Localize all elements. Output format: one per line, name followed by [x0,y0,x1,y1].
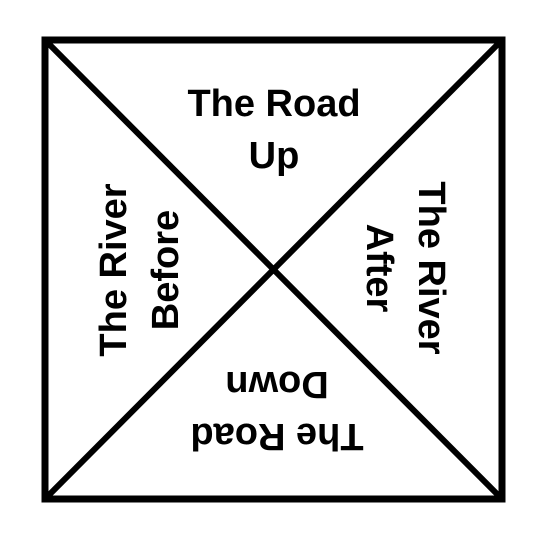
quadrant-right-line1: The River [410,181,452,354]
quadrant-right-line2: After [358,224,400,313]
quadrant-top-line1: The Road [187,83,360,125]
quadrant-left-line2: Before [145,210,187,330]
quadrant-top: The Road Up [187,83,360,177]
outer-square [41,36,506,503]
quadrant-bottom-line1: The Road [190,415,363,457]
quadrant-left: The River Before [93,183,187,356]
quadrant-bottom: The Road Down [190,363,363,457]
diagonal-top-right-to-bottom-left [42,37,505,502]
quadrant-top-line2: Up [249,135,300,177]
quadrant-left-line1: The River [93,183,135,356]
quadrant-right: The River After [358,181,452,354]
quadrant-bottom-line2: Down [225,363,328,405]
